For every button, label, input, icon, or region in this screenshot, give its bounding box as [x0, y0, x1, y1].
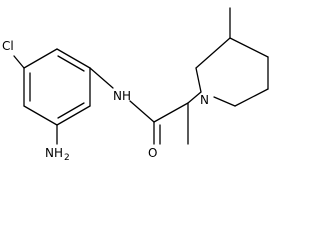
bond-ring-to-cl: [13, 55, 25, 69]
ring-bond: [195, 67, 202, 93]
ring-bond: [23, 48, 58, 69]
piperidine-ring: [195, 37, 269, 107]
amine-nh-label: NH: [45, 146, 63, 160]
bond-nh-to-carbonyl: [129, 100, 155, 123]
bond-alpha-to-ring-n: [187, 91, 202, 104]
chlorine-atom-label: Cl: [2, 39, 14, 53]
bond-ring-to-nh: [89, 67, 114, 89]
ring-bond: [23, 105, 58, 126]
chemical-structure-diagram: Cl NH NH 2 O N: [2, 7, 269, 163]
ring-bond: [234, 88, 269, 107]
ring-double-bond: [57, 102, 85, 119]
amide-nh-label: NH: [113, 89, 131, 103]
oxygen-atom-label: O: [148, 146, 157, 160]
ring-bond: [213, 96, 236, 107]
ring-bond: [195, 37, 231, 69]
benzene-ring: [23, 48, 91, 126]
bond-carbonyl-to-alpha-carbon: [153, 102, 189, 123]
ring-double-bond: [57, 55, 85, 72]
ring-bond: [229, 37, 269, 58]
ring-nitrogen-label: N: [200, 93, 209, 107]
ring-bond: [56, 105, 91, 126]
ring-bond: [56, 48, 91, 69]
amine-subscript-label: 2: [64, 153, 70, 163]
